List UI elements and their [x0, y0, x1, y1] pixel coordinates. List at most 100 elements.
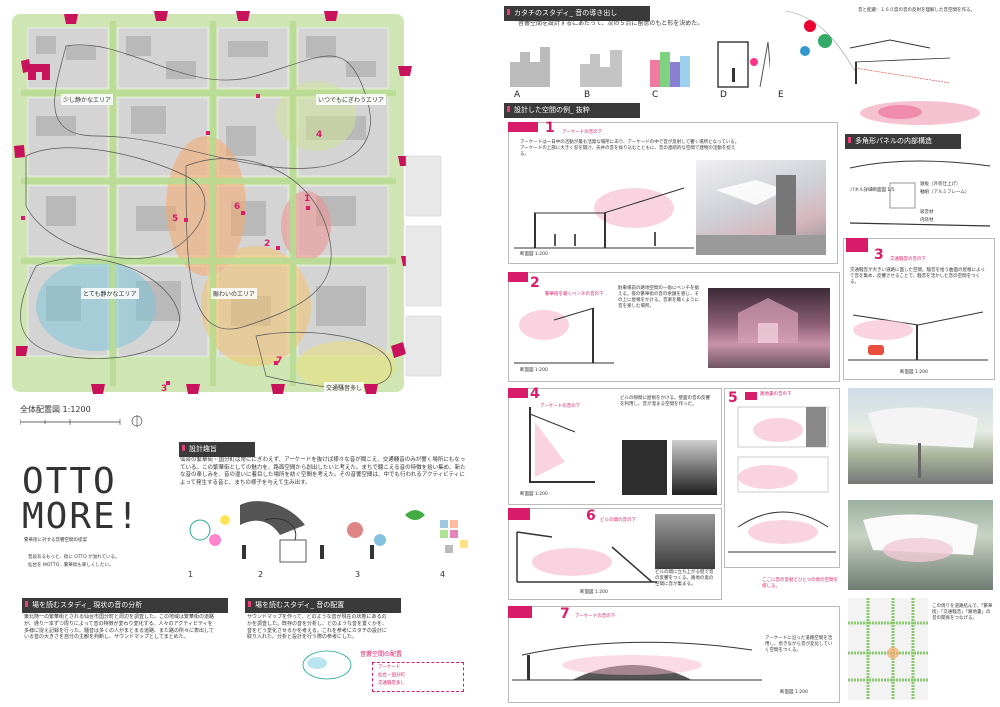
catch-line-2: 仙台を MOTTO…繁華街も楽しくしたい。	[28, 563, 114, 568]
design-text: 仙台の繁華街・国分町は常ににぎわえず、アーケードを抜けば様々な音が聞こえ、交通騒…	[180, 457, 466, 486]
space1-marker	[508, 122, 538, 132]
space4-tag: アーケードの音の下	[540, 404, 581, 409]
legend-item-3: 交通騒音多し	[378, 681, 405, 686]
process-step-3: 3	[355, 570, 361, 579]
space1-text: アーケードは一日中の活動が最も活発な場所にあり、アーケードの中で音が反射して響く…	[520, 140, 740, 157]
space4-scale: 断面図 1:200	[520, 492, 548, 497]
legend-item-2: 仙台・国分町	[378, 673, 405, 678]
main-title-more: MORE!	[22, 496, 141, 537]
space6-marker	[508, 508, 530, 520]
process-diagram	[189, 501, 468, 563]
scale-bar	[20, 419, 121, 425]
space3-photo-night	[848, 500, 993, 590]
study1-heading: 場を読むスタディ_ 現状の音の分析	[22, 598, 228, 613]
sound-circles-diagram	[784, 10, 856, 72]
area-label-quiet: 少し静かなエリア	[61, 94, 114, 105]
space1-section	[514, 187, 694, 249]
roof-detail-diagram	[850, 39, 980, 125]
catch-line-1: 普段あるもっと、街に OTTO が溢れている。	[28, 555, 120, 560]
space3-section	[848, 311, 988, 361]
space2-section	[514, 307, 614, 364]
area-label-lively-always: いつでもにぎわうエリア	[316, 94, 387, 105]
site-plan: 少し静かなエリア いつでもにぎわうエリア 賑わいのエリア とても静かなエリア 交…	[6, 6, 444, 404]
shape-letter-a: A	[514, 90, 521, 100]
space7-tag: アーケードの音の下	[575, 614, 616, 619]
study1-text: 東北随一の繁華街とされる仙台市国分町と周辺を調査した。この地域は繁華街の道路が、…	[24, 614, 215, 641]
shape-study-heading: カタチのスタディ_ 音の導き出し	[504, 6, 650, 21]
legend-item-1: アーケード	[378, 665, 401, 670]
space2-number: 2	[530, 275, 540, 291]
pink-note: ここに音の反射とひとつの地の空間を感じる。	[762, 578, 839, 589]
area-label-lively: 賑わいのエリア	[211, 288, 258, 299]
space6-section	[516, 531, 657, 583]
spot-number-3: 3	[161, 384, 168, 394]
panel-detail-label-4: 吸音材	[920, 210, 934, 215]
space4-text: ビルの隙間に屋根をかける。壁面の音の反響を利用し、音が溜まる空間を作った。	[620, 396, 710, 407]
space7-section	[512, 641, 762, 681]
space7-text: アーケードに沿った道路空間を活用し、歩きながら音が変化していく空間をつくる。	[765, 636, 833, 653]
area-label-very-quiet: とても静かなエリア	[81, 288, 139, 299]
space5-drawings	[728, 406, 836, 553]
north-arrow-icon	[131, 415, 143, 427]
legend-box	[372, 662, 464, 692]
space6-photo	[655, 514, 715, 569]
space5-marker	[745, 392, 757, 400]
process-step-4: 4	[440, 570, 446, 579]
space4-photo-a	[622, 440, 667, 495]
study2-text: サウンドマップを作って、どのような音が現在の状態にあるのかを調査した。既存の音を…	[247, 614, 388, 641]
shape-letter-e: E	[778, 90, 784, 100]
panel-detail-diagram	[849, 160, 991, 227]
space7-marker	[508, 606, 532, 618]
spot-number-5: 5	[172, 214, 179, 224]
space2-photo	[708, 288, 830, 368]
space5-tag: 路地裏の音の下	[760, 392, 792, 397]
space3-tag: 交通騒音の音の下	[890, 257, 926, 262]
panel-detail-label-1: パネル詳細断面図 1/5	[850, 188, 895, 193]
spot-number-6: 6	[234, 202, 241, 212]
sound-map-thumb	[302, 650, 352, 680]
space4-section	[529, 407, 595, 483]
space7-number: 7	[560, 606, 570, 622]
space4-number: 4	[530, 386, 540, 402]
space2-text: 駐車場前の路地空間の一角にベンチを据える。夜の繁華街の音の余韻を感じ、その上に屋…	[618, 286, 699, 309]
space3-number: 3	[874, 247, 884, 263]
spot-number-2: 2	[264, 239, 271, 249]
site-plan-title: 全体配置図 1:1200	[20, 405, 91, 414]
space7-frame	[508, 606, 840, 703]
shape-study-diagrams	[510, 41, 770, 88]
space4-photo-b	[672, 440, 717, 495]
space1-photo	[696, 160, 826, 255]
space7-scale: 断面図 1:200	[780, 690, 808, 695]
subtitle: 繁華街に対する音響空間の提案	[24, 538, 87, 543]
space4-marker	[508, 388, 528, 398]
spot-number-1: 1	[304, 194, 311, 204]
mini-sound-map	[848, 598, 928, 700]
panel-detail-label-2: 鉄板（外装仕上げ）	[920, 182, 961, 187]
spot-number-7: 7	[276, 356, 283, 366]
space6-tag: ビルの間の音の下	[600, 518, 636, 523]
space6-text: ビルの間に立ち上がる壁で音の反響をつくる。路地の奥の空間に音が集まる。	[655, 570, 714, 587]
space3-text: 交通騒音が大きい道路に面した空間。騒音を拾う曲面の屋根によって音を集め、反響させ…	[850, 268, 985, 285]
space1-scale: 断面図 1:200	[520, 252, 548, 257]
shape-study-lead: 音響空間を設計するにあたって、次の５点に留意のもと形を決めた。	[518, 20, 704, 27]
panel-detail-label-3: 軸組（アルミフレーム）	[920, 190, 970, 195]
space5-number: 5	[728, 390, 738, 406]
space3-marker	[846, 238, 868, 252]
shape-letter-d: D	[720, 90, 727, 100]
panel-detail-heading: 多角形パネルの内部構造	[845, 134, 961, 149]
study2-heading: 場を読むスタディ_ 音の配置	[245, 598, 401, 613]
right-top-text: 音と配慮：１６０度の音の反射を理解した音空間を作る。	[858, 8, 975, 13]
space3-photo-daytime	[848, 388, 993, 484]
space3-scale: 断面図 1:200	[900, 370, 928, 375]
space2-scale: 断面図 1:200	[520, 368, 548, 373]
shape-letter-b: B	[584, 90, 591, 100]
panel-detail-label-5: 内装材	[920, 218, 934, 223]
space6-number: 6	[586, 508, 596, 524]
shape-letter-c: C	[652, 90, 659, 100]
corner-text: この周りを道路結んで、「繁華街」「交通騒音」「路地裏」の音の関係をつなげる。	[932, 604, 993, 621]
space1-number: 1	[545, 120, 555, 136]
process-step-1: 1	[188, 570, 194, 579]
space2-marker	[508, 272, 528, 282]
space1-tag: アーケードの音の下	[562, 130, 603, 135]
space2-tag: 繁華街を聴くベンチの音の下	[545, 292, 604, 297]
